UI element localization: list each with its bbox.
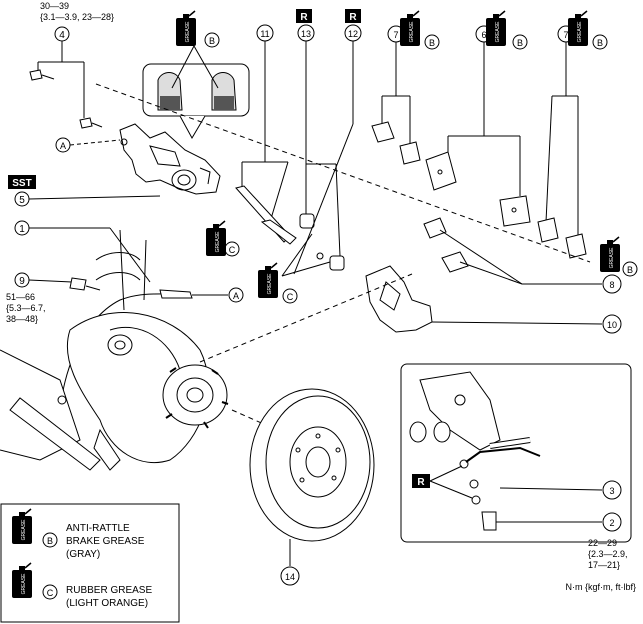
svg-text:C: C [287,292,294,302]
grease-can-b-3: B 6 [447,10,528,196]
legend-box: B C [0,503,180,623]
svg-text:12: 12 [348,29,358,39]
svg-text:A: A [233,291,239,301]
callout-4: 4 [59,30,65,41]
grease-can-icon [599,236,621,273]
svg-text:C: C [229,245,236,255]
knuckle-hub [57,312,229,471]
hose-inset: R 3 2 [400,363,632,543]
grease-can-c-1: C [205,220,240,257]
svg-text:38—48}: 38—48} [6,314,38,324]
svg-text:1: 1 [19,224,25,235]
svg-text:C: C [47,588,54,598]
grease-can-b-1: B [175,10,220,48]
svg-text:A: A [60,141,66,151]
sst-label: SST 5 [8,175,161,207]
svg-text:B: B [47,536,53,546]
grease-can-icon [399,10,421,47]
grease-can-icon [175,10,197,47]
svg-text:2: 2 [609,518,614,528]
svg-text:B: B [517,38,523,48]
svg-text:6: 6 [481,30,486,40]
strut [0,229,147,471]
legend-b-line1: ANTI-RATTLE [66,523,130,534]
svg-text:7: 7 [563,30,568,40]
legend-b-line3: (GRAY) [66,549,101,560]
svg-text:B: B [597,38,603,48]
r-badge-12: R 12 [293,9,362,275]
svg-text:9: 9 [19,276,25,287]
torque-2: 22—29 {2.3—2.9, 17—21} N·m {kgf·m, ft·lb… [565,538,636,592]
callout-5: 5 [19,195,25,206]
brake-pads [371,121,587,259]
torque-4-line1: 30—39 [40,1,69,11]
svg-text:R: R [417,477,425,488]
r-badge-13: R 13 [296,9,315,229]
legend-b-text: ANTI-RATTLE BRAKE GREASE (GRAY) [66,522,144,561]
svg-text:R: R [349,12,357,23]
svg-text:B: B [627,265,633,275]
grease-can-b-5: B [599,236,638,277]
grease-can-b-4: B 7 [545,10,608,236]
callout-a-1: A [55,137,121,153]
legend-c-line1: RUBBER GREASE [66,585,153,596]
svg-text:10: 10 [607,320,617,330]
grease-can-c-2: C [257,233,331,304]
brake-rotor: 14 [249,388,375,586]
legend-c-line2: (LIGHT ORANGE) [66,598,149,609]
grease-can-icon [257,262,279,299]
svg-text:17—21}: 17—21} [588,560,620,570]
pad-clips: 8 [423,217,622,294]
bolt-4-group: 30—39 {3.1—3.9, 23—28} 4 [29,1,114,129]
callout-1-group: 1 [14,220,151,283]
units-label: N·m {kgf·m, ft·lbf} [565,582,636,592]
svg-text:B: B [429,38,435,48]
svg-text:B: B [209,36,215,46]
svg-text:11: 11 [260,29,269,39]
bushings [306,163,345,271]
svg-text:7: 7 [393,30,398,40]
svg-text:8: 8 [609,280,614,290]
piston-inset [142,45,250,140]
svg-text:3: 3 [609,486,614,496]
legend-b-line2: BRAKE GREASE [66,536,145,547]
svg-text:22—29: 22—29 [588,538,617,548]
torque-4-line2: {3.1—3.9, 23—28} [40,12,114,22]
bolt-9-group: 9 51—66 {5.3—6.7, 38—48} [6,272,101,324]
svg-text:R: R [300,12,308,23]
callout-11-group: 11 [235,24,297,245]
svg-text:51—66: 51—66 [6,292,35,302]
grease-can-icon [205,220,227,257]
brake-hose: A [59,287,244,421]
svg-text:14: 14 [285,572,295,582]
caliper [119,123,221,195]
svg-text:{2.3—2.9,: {2.3—2.9, [588,549,628,559]
grease-can-b-2: B 7 [381,10,440,146]
caliper-bracket: 10 [365,265,622,334]
svg-text:SST: SST [12,178,31,189]
legend-c-text: RUBBER GREASE (LIGHT ORANGE) [66,584,152,610]
svg-text:13: 13 [301,29,311,39]
svg-text:{5.3—6.7,: {5.3—6.7, [6,303,46,313]
